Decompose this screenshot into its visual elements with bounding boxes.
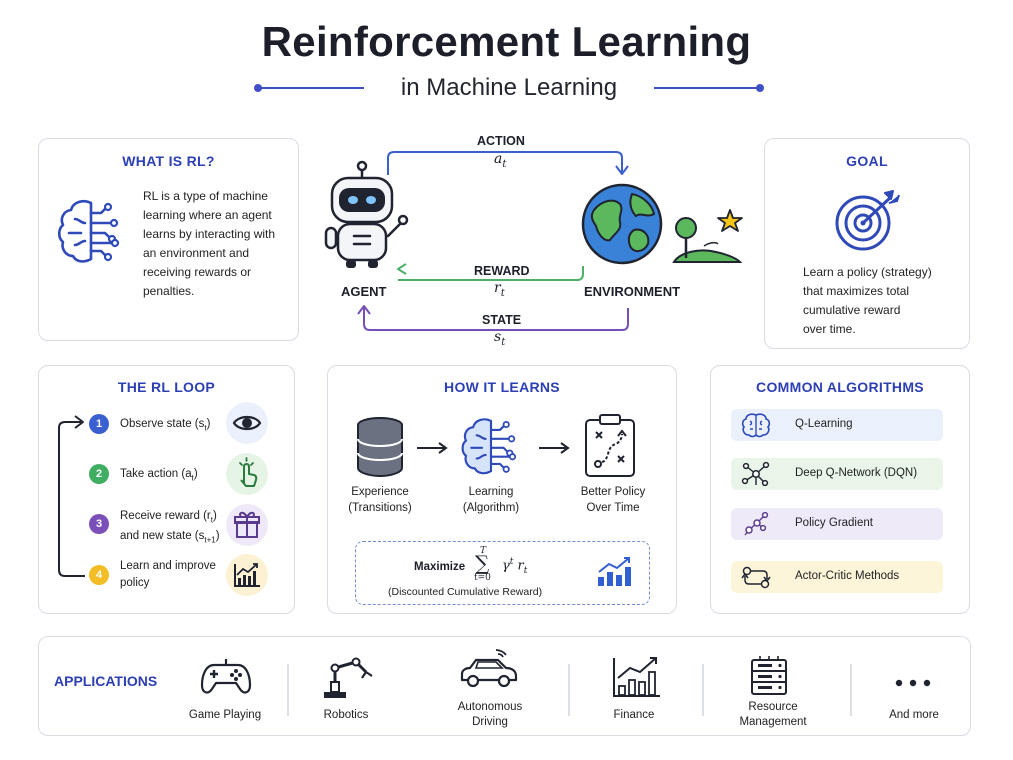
server-icon [751, 656, 787, 695]
algorithm-label: Actor-Critic Methods [795, 570, 900, 582]
card-title: COMMON ALGORITHMS [756, 379, 924, 395]
divider [850, 664, 852, 716]
brain-circuit-icon [57, 199, 120, 263]
application-label: And more [889, 709, 939, 721]
step-number: 1 [89, 414, 109, 434]
gift-icon-bubble [226, 504, 268, 546]
algorithm-label: Policy Gradient [795, 517, 873, 529]
sum-bottom: t=0 [474, 573, 491, 583]
state-arrow [363, 308, 629, 331]
chart-icon-bubble [226, 554, 268, 596]
gamepad-icon [200, 659, 252, 694]
divider [702, 664, 704, 716]
robot-agent-icon [324, 160, 409, 268]
step-text: Observe state (st) [120, 418, 211, 433]
stage-label: Experience(Transitions) [348, 486, 412, 514]
rl-loop-card: THE RL LOOP 1 Observe state (st) 2 Take … [38, 365, 295, 614]
decor-dot [756, 84, 764, 92]
application-label: Robotics [323, 709, 369, 721]
card-title: HOW IT LEARNS [444, 379, 560, 395]
reward-label: REWARD [474, 264, 530, 278]
step-number: 3 [89, 514, 109, 534]
goal-card: GOAL Learn a policy (strategy) that maxi… [764, 138, 970, 349]
what-is-rl-card: WHAT IS RL? RL is a type of machine lear… [38, 138, 299, 341]
loop-back-arrow [58, 415, 85, 577]
brain-icon [741, 413, 771, 438]
tree-star-icon [672, 209, 743, 263]
environment-label: ENVIRONMENT [584, 284, 681, 299]
car-icon [460, 649, 518, 688]
action-arrow [387, 151, 623, 175]
arrow-right-icon [417, 442, 448, 454]
eye-icon [232, 415, 262, 431]
formula-body: γt rt [502, 557, 528, 576]
globe-environment-icon [581, 183, 663, 265]
page-title: Reinforcement Learning [261, 18, 752, 65]
sum-top: T [480, 546, 487, 556]
graph-nodes-icon [744, 511, 769, 536]
step-text: Take action (at) [120, 468, 198, 483]
subtitle-row: in Machine Learning [254, 72, 764, 104]
bar-growth-icon [598, 557, 631, 586]
divider [568, 664, 570, 716]
algorithm-label: Q-Learning [795, 418, 853, 430]
step-text: Learn and improve policy [120, 560, 216, 589]
stage-label: Learning(Algorithm) [462, 486, 520, 514]
target-icon [835, 190, 900, 251]
algorithms-card: COMMON ALGORITHMS Q-Learning Deep Q-Netw… [710, 365, 970, 614]
algorithm-item: Deep Q-Network (DQN) [731, 458, 943, 490]
algorithm-item: Q-Learning [731, 409, 943, 441]
reward-symbol: rt [494, 280, 505, 299]
network-nodes-icon [741, 461, 770, 487]
database-icon [357, 417, 403, 478]
state-symbol: st [494, 329, 506, 348]
step-text: Receive reward (rt) and new state (st+1) [120, 510, 220, 545]
reward-arrow [398, 266, 584, 281]
action-symbol: at [494, 151, 507, 170]
formula-box: Maximize T ∑ t=0 γt rt (Discounted Cumul… [355, 541, 650, 605]
decor-line [654, 87, 760, 89]
more-dots-icon [895, 679, 931, 687]
step-number: 4 [89, 565, 109, 585]
algorithm-label: Deep Q-Network (DQN) [795, 467, 918, 479]
application-label: Game Playing [188, 709, 262, 721]
sum-symbol: ∑ [475, 551, 490, 575]
action-label: ACTION [477, 134, 525, 148]
card-title: WHAT IS RL? [122, 153, 215, 169]
maximize-label: Maximize [414, 561, 466, 573]
decor-line [258, 87, 364, 89]
formula-caption: (Discounted Cumulative Reward) [388, 586, 543, 598]
eye-icon-bubble [226, 402, 268, 444]
pointer-icon-bubble [226, 453, 268, 495]
algorithm-item: Policy Gradient [731, 508, 943, 540]
page-subtitle: in Machine Learning [400, 74, 618, 101]
what-is-rl-text: RL is a type of machine learning where a… [143, 189, 276, 298]
actor-critic-icon [741, 566, 771, 589]
gift-icon [234, 511, 260, 538]
applications-title: APPLICATIONS [54, 673, 158, 689]
brain-circuit-icon [461, 418, 517, 475]
finance-chart-icon [613, 657, 660, 697]
growth-chart-icon [234, 563, 260, 587]
pointer-hand-icon [239, 457, 258, 487]
divider [287, 664, 289, 716]
card-title: GOAL [846, 153, 888, 169]
goal-text: Learn a policy (strategy) that maximizes… [803, 265, 932, 336]
card-title: THE RL LOOP [117, 379, 216, 395]
state-label: STATE [482, 313, 522, 327]
rl-loop-arrows [357, 151, 629, 331]
how-it-learns-card: HOW IT LEARNS [327, 365, 677, 614]
strategy-board-icon [585, 414, 635, 477]
algorithm-item: Actor-Critic Methods [731, 561, 943, 593]
robot-arm-icon [324, 657, 373, 698]
step-number: 2 [89, 464, 109, 484]
arrow-right-icon [539, 442, 570, 454]
agent-label: AGENT [341, 284, 387, 299]
application-label: Finance [613, 709, 655, 721]
